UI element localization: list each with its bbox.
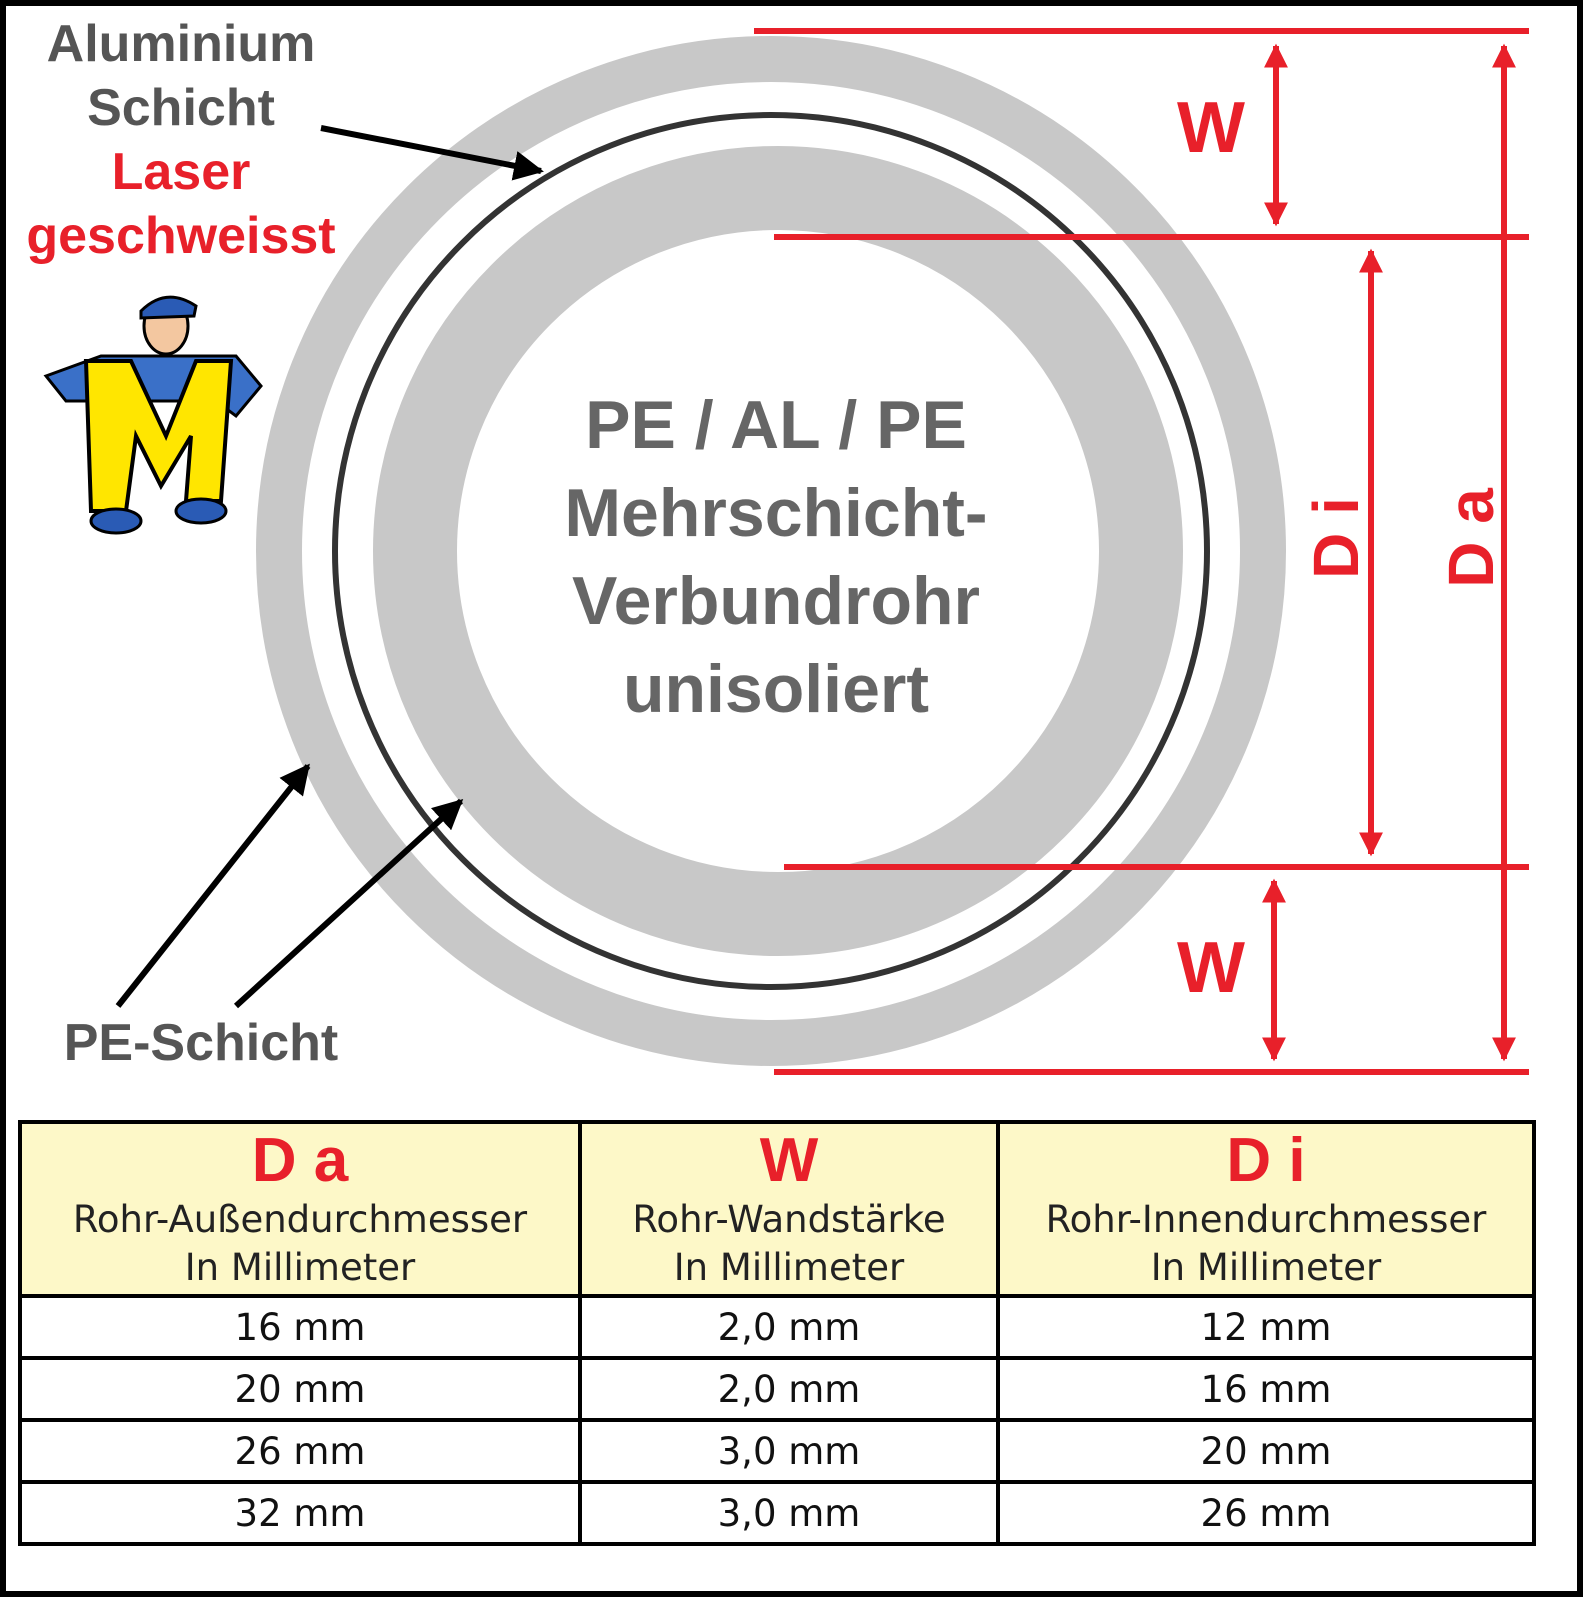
- cell-w: 2,0 mm: [578, 1294, 1000, 1360]
- di-label: D i: [1300, 497, 1372, 579]
- cell-da: 16 mm: [18, 1294, 582, 1360]
- inner-pe-layer: [373, 146, 1183, 956]
- header-unit: In Millimeter: [184, 1246, 416, 1289]
- cell-di: 12 mm: [996, 1294, 1536, 1360]
- header-title: Rohr-Innendurchmesser: [1045, 1198, 1487, 1241]
- center-line-4: unisoliert: [622, 651, 930, 727]
- aluminium-label: Aluminium: [46, 15, 316, 73]
- cell-w: 3,0 mm: [578, 1418, 1000, 1484]
- pointer-arrows: [115, 125, 544, 1009]
- outer-pe-layer: [256, 36, 1286, 1066]
- w-top-label: W: [1177, 88, 1245, 168]
- cell-di: 20 mm: [996, 1418, 1536, 1484]
- laser-label: Laser: [111, 143, 251, 201]
- mascot-logo-icon: [43, 295, 263, 535]
- cell-da: 26 mm: [18, 1418, 582, 1484]
- cell-di: 26 mm: [996, 1480, 1536, 1546]
- header-symbol: W: [759, 1126, 819, 1195]
- pipe-cross-section-diagram: [43, 28, 1529, 1075]
- geschweisst-label: geschweisst: [26, 207, 336, 265]
- cell-w: 3,0 mm: [578, 1480, 1000, 1546]
- da-label: D a: [1435, 488, 1507, 588]
- header-title: Rohr-Außendurchmesser: [72, 1198, 528, 1241]
- schicht-label: Schicht: [87, 79, 275, 137]
- cell-da: 20 mm: [18, 1356, 582, 1422]
- header-symbol: D a: [251, 1126, 349, 1195]
- center-line-2: Mehrschicht-: [564, 475, 988, 551]
- header-unit: In Millimeter: [673, 1246, 905, 1289]
- cell-da: 32 mm: [18, 1480, 582, 1546]
- dimension-lines: [754, 28, 1529, 1075]
- header-symbol: D i: [1226, 1126, 1306, 1195]
- pe-schicht-label: PE-Schicht: [63, 1014, 339, 1072]
- header-title: Rohr-Wandstärke: [632, 1198, 946, 1241]
- cell-w: 2,0 mm: [578, 1356, 1000, 1422]
- center-title: PE / AL / PE Mehrschicht- Verbundrohr un…: [476, 381, 1076, 733]
- header-unit: In Millimeter: [1150, 1246, 1382, 1289]
- w-bottom-label: W: [1177, 928, 1245, 1008]
- aluminium-layer: [332, 112, 1210, 990]
- center-line-1: PE / AL / PE: [585, 387, 967, 463]
- cell-di: 16 mm: [996, 1356, 1536, 1422]
- center-line-3: Verbundrohr: [571, 563, 981, 639]
